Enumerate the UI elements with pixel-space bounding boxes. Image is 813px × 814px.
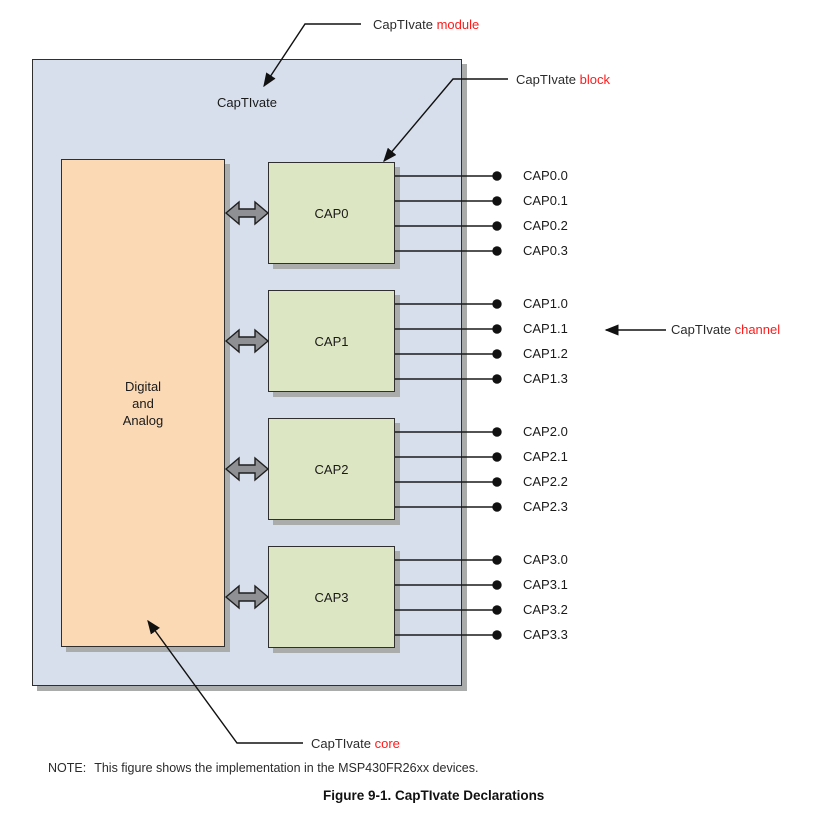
pin-label: CAP3.3 [523, 627, 568, 642]
pin-label: CAP3.2 [523, 602, 568, 617]
block-cap2: CAP2 [268, 418, 395, 520]
pin-label: CAP3.1 [523, 577, 568, 592]
pin-label: CAP0.3 [523, 243, 568, 258]
note-prefix: NOTE: [48, 761, 87, 775]
annotation-text: CapTIvate [311, 736, 375, 751]
pin-dots [492, 171, 502, 640]
annotation-highlight: core [374, 736, 400, 751]
annotation-module: CapTIvate module [373, 16, 479, 33]
pin-label: CAP2.1 [523, 449, 568, 464]
core-label-line: Analog [122, 412, 164, 428]
annotation-channel: CapTIvate channel [671, 321, 780, 338]
pin-label: CAP1.1 [523, 321, 568, 336]
annotation-highlight: module [436, 17, 480, 32]
pin-label: CAP0.2 [523, 218, 568, 233]
pin-label: CAP2.0 [523, 424, 568, 439]
pin-label: CAP0.1 [523, 193, 568, 208]
core-label-line: Digital [124, 378, 162, 394]
note-body: This figure shows the implementation in … [94, 761, 479, 775]
core-box: Digital and Analog [61, 159, 225, 647]
annotation-block: CapTIvate block [516, 71, 610, 88]
annotation-core: CapTIvate core [311, 735, 400, 752]
pin-label: CAP0.0 [523, 168, 568, 183]
pin-label: CAP2.3 [523, 499, 568, 514]
pin-label: CAP1.0 [523, 296, 568, 311]
annotation-text: CapTIvate [516, 72, 580, 87]
pin-label: CAP1.2 [523, 346, 568, 361]
annotation-text: CapTIvate [671, 322, 735, 337]
note-text: NOTE: This figure shows the implementatio… [48, 761, 478, 775]
block-cap0: CAP0 [268, 162, 395, 264]
block-cap1: CAP1 [268, 290, 395, 392]
pin-label: CAP3.0 [523, 552, 568, 567]
pin-label: CAP1.3 [523, 371, 568, 386]
core-label-line: and [132, 395, 154, 411]
annotation-text: CapTIvate [373, 17, 437, 32]
annotation-highlight: block [579, 72, 610, 87]
annotation-highlight: channel [734, 322, 781, 337]
pin-label: CAP2.2 [523, 474, 568, 489]
block-cap3: CAP3 [268, 546, 395, 648]
module-title: CapTIvate [217, 95, 277, 110]
figure-caption: Figure 9-1. CapTIvate Declarations [323, 788, 545, 803]
